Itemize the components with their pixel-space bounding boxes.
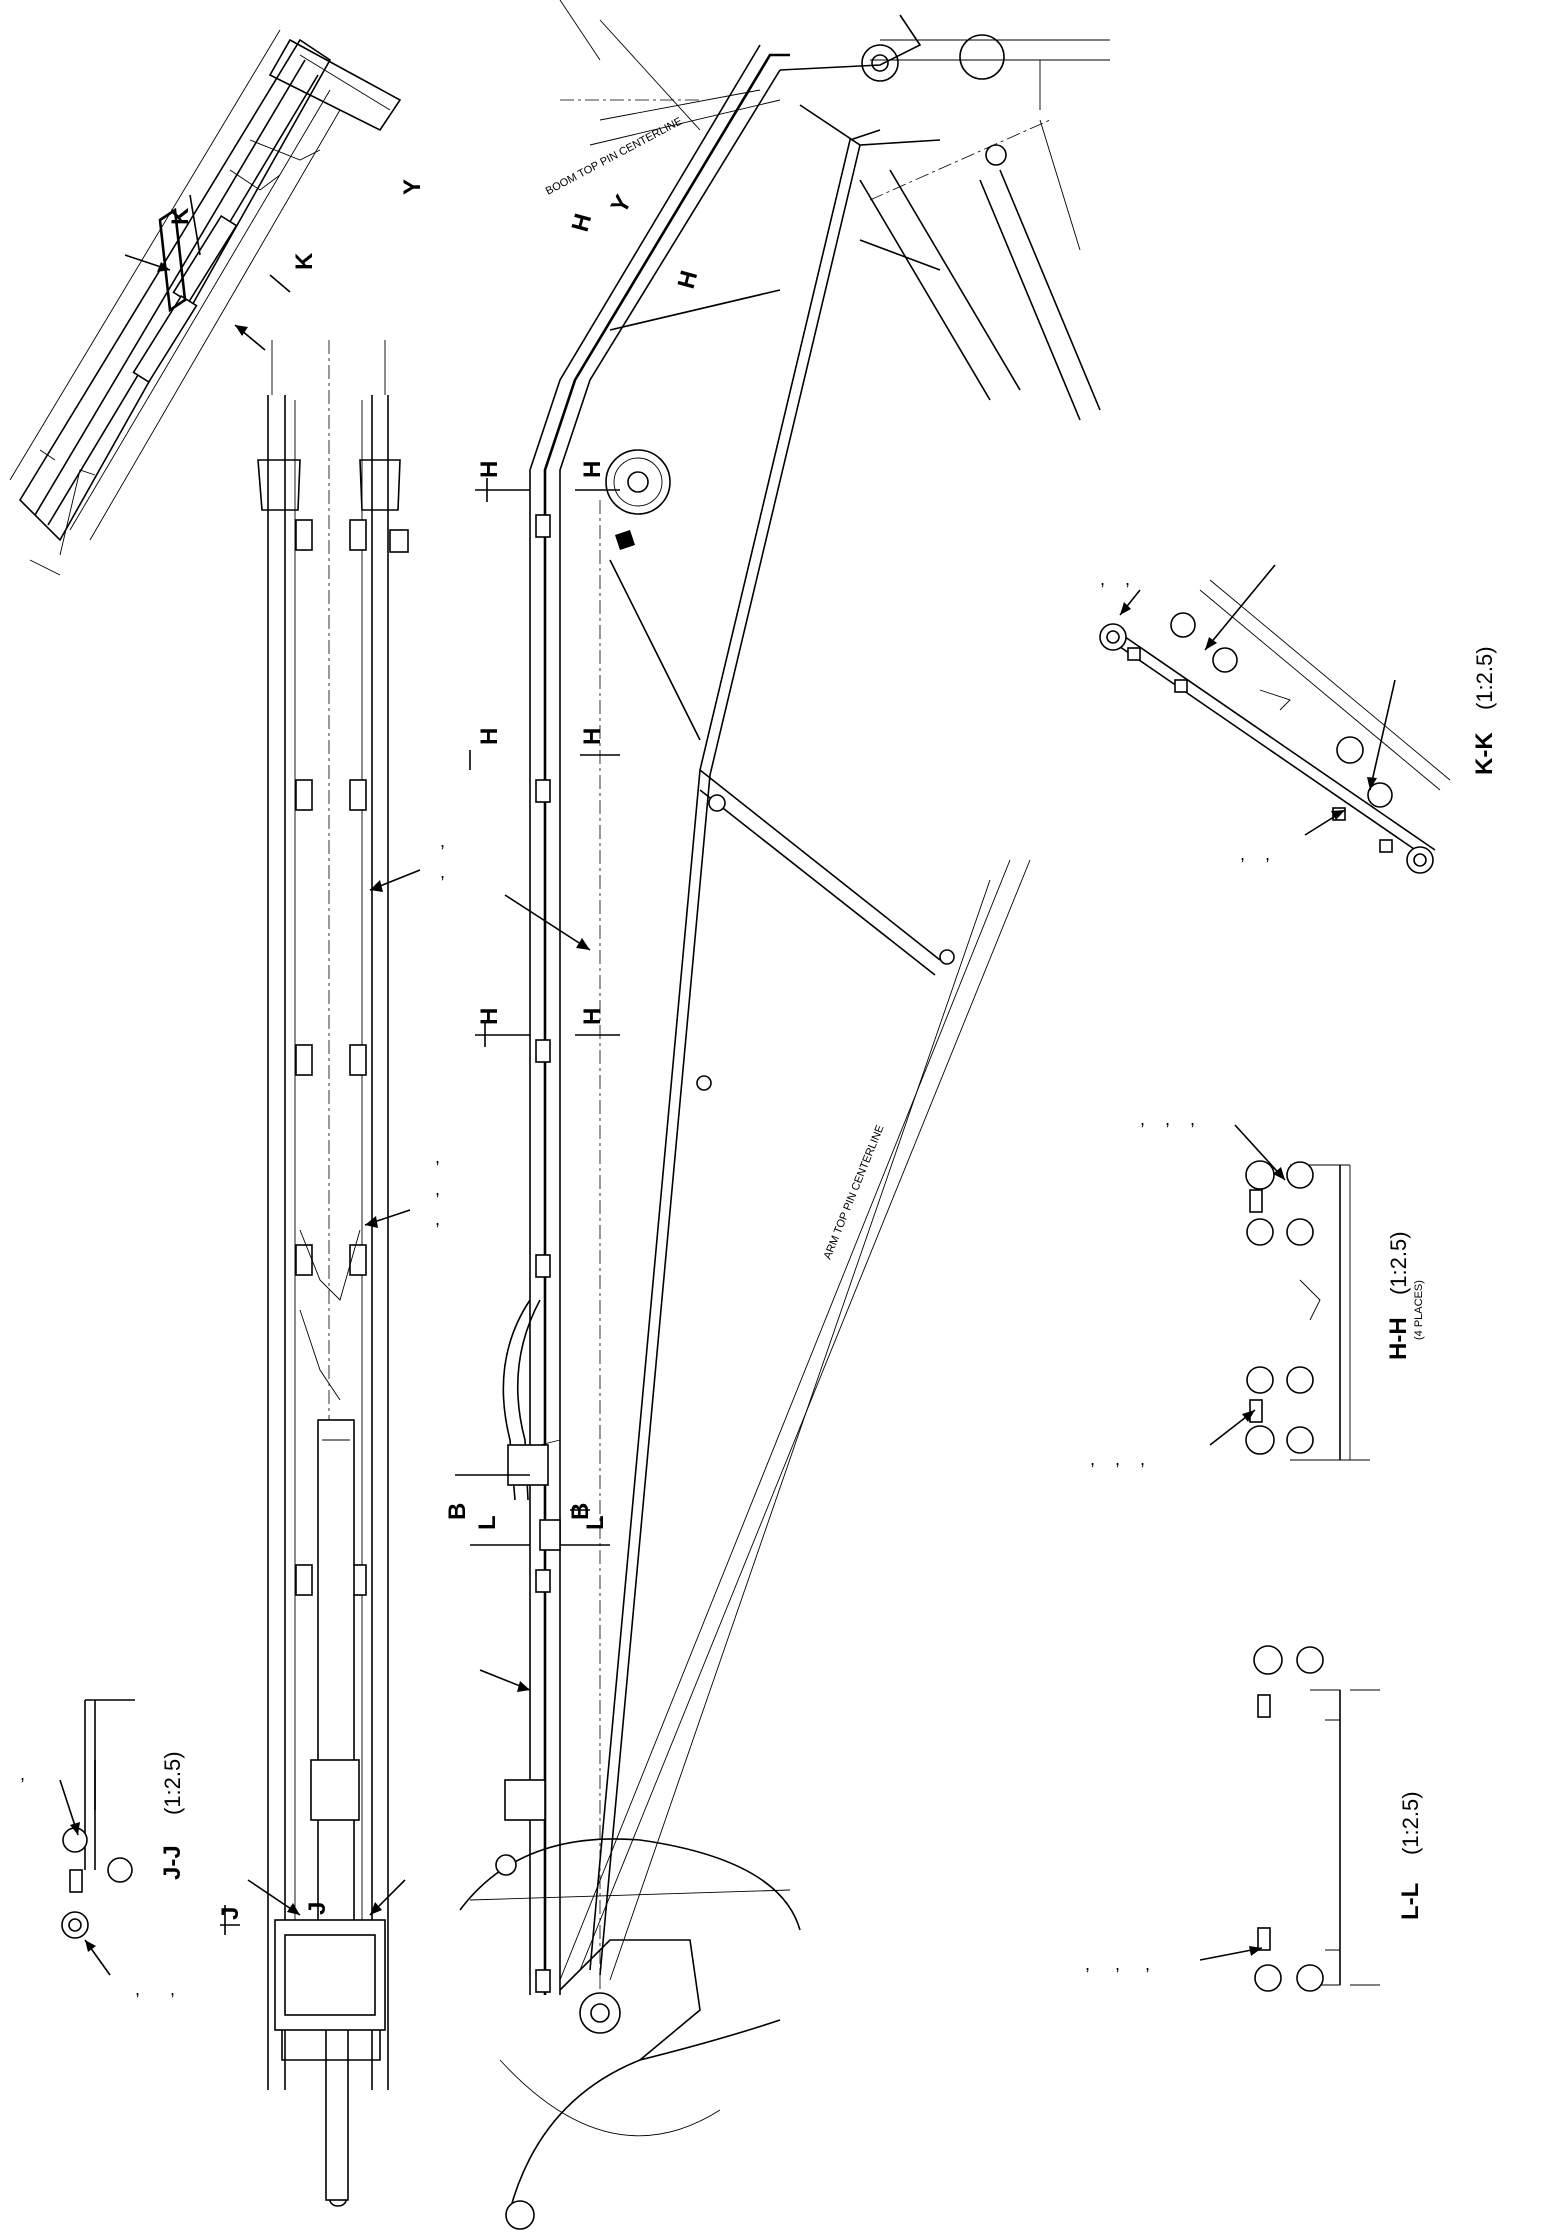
section-jj-scale: (1:2.5) [160, 1751, 185, 1815]
section-mark-b-1: B [444, 1503, 471, 1520]
tick-mark: , [435, 1179, 440, 1199]
section-ll-title: L-L [1397, 1883, 1424, 1920]
arrow-y-label: Y [606, 191, 637, 218]
section-mark-h-4: H [579, 728, 606, 745]
section-jj-title: J-J [159, 1845, 186, 1880]
boom-plan-view: J J , , , , , [217, 340, 445, 2207]
section-mark-k-upper: K [167, 207, 194, 225]
section-mark-h-8: H [673, 268, 704, 292]
section-hh: H-H (1:2.5) (4 PLACES) , , , , , , [1090, 1109, 1425, 1469]
tick-mark: , [435, 1147, 440, 1167]
tick-mark: , [1240, 844, 1245, 864]
view-y-label: Y [399, 179, 426, 195]
tick-mark: , [435, 1209, 440, 1229]
boom-top-pin-centerline-note: BOOM TOP PIN CENTERLINE [544, 115, 685, 197]
tick-mark: , [1115, 1954, 1120, 1974]
tick-mark: , [440, 831, 445, 851]
section-kk: K-K (1:2.5) , , , , [1099, 564, 1498, 874]
tick-mark: , [1265, 844, 1270, 864]
section-kk-scale: (1:2.5) [1472, 646, 1497, 710]
tick-mark: , [1115, 1449, 1120, 1469]
section-mark-j-right: J [304, 1902, 331, 1915]
tick-mark: , [440, 862, 445, 882]
section-mark-h-2: H [579, 461, 606, 478]
section-mark-l-1: L [474, 1515, 501, 1530]
tick-mark: , [1140, 1109, 1145, 1129]
boom-side-view: H H H H H H H H B L B L Y BOOM TOP PIN C… [444, 0, 1110, 2230]
tick-mark: , [1140, 1449, 1145, 1469]
tick-mark: , [1145, 1954, 1150, 1974]
tick-mark: , [1085, 1954, 1090, 1974]
tick-mark: , [1090, 1449, 1095, 1469]
detail-view-y: K K Y [9, 29, 426, 576]
tick-mark: , [20, 1764, 25, 1784]
section-mark-l-2: L [582, 1515, 609, 1530]
section-kk-title: K-K [1471, 732, 1498, 775]
section-mark-h-1: H [476, 461, 503, 478]
section-mark-h-6: H [579, 1008, 606, 1025]
tick-mark: , [1100, 569, 1105, 589]
section-mark-h-7: H [567, 211, 598, 235]
section-hh-scale: (1:2.5) [1386, 1231, 1411, 1295]
section-jj: J-J (1:2.5) , , , [20, 1699, 186, 1999]
section-hh-note: (4 PLACES) [1413, 1280, 1425, 1340]
section-mark-h-3: H [476, 728, 503, 745]
section-mark-k-lower: K [291, 252, 318, 270]
tick-mark: , [1165, 1109, 1170, 1129]
section-mark-h-5: H [476, 1008, 503, 1025]
section-ll: L-L (1:2.5) , , , [1085, 1645, 1424, 1992]
tick-mark: , [170, 1979, 175, 1999]
section-mark-b-2: B [567, 1503, 594, 1520]
section-mark-j-left: J [217, 1907, 244, 1920]
tick-mark: , [135, 1979, 140, 1999]
section-ll-scale: (1:2.5) [1398, 1791, 1423, 1855]
tick-mark: , [1125, 569, 1130, 589]
tick-mark: , [1190, 1109, 1195, 1129]
section-hh-title: H-H [1385, 1317, 1412, 1360]
